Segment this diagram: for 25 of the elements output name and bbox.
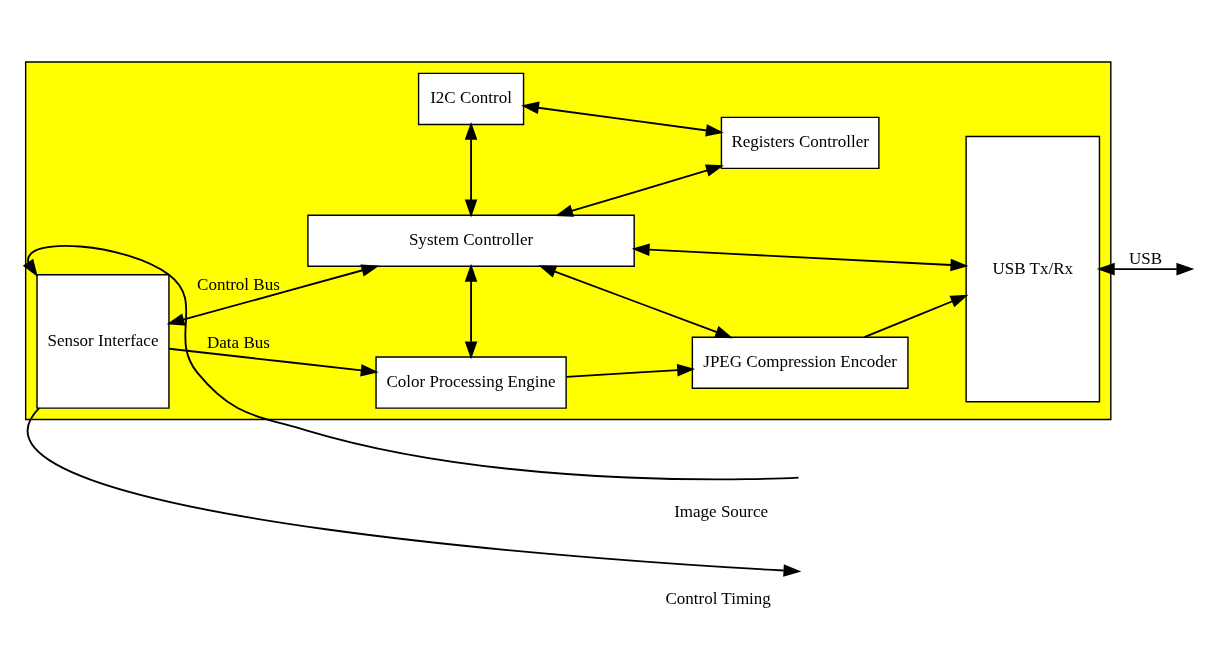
- arrow: [22, 244, 800, 480]
- node-box: JPEG Compression Encoder: [691, 336, 909, 389]
- node-box: System Controller: [307, 214, 635, 267]
- edge-label: Data Bus: [207, 332, 270, 352]
- arrow: [1096, 262, 1195, 275]
- arrow: [464, 121, 478, 217]
- node-box: USB Tx/Rx: [965, 135, 1101, 402]
- node-box: Sensor Interface: [36, 273, 170, 409]
- arrow: [565, 363, 696, 378]
- edge-label: Control Bus: [197, 274, 280, 294]
- edge-label: USB: [1129, 248, 1163, 268]
- arrow: [166, 263, 380, 326]
- arrow: [464, 263, 478, 359]
- arrow: [631, 243, 969, 271]
- node-box: I2C Control: [417, 72, 525, 125]
- arrow: [27, 406, 802, 577]
- node-box: Color Processing Engine: [375, 355, 567, 409]
- arrow: [863, 294, 969, 338]
- edge-label: Image Source: [674, 501, 769, 521]
- node-box: Registers Controller: [720, 116, 880, 169]
- edge-label: Control Timing: [665, 588, 771, 607]
- arrow: [538, 264, 734, 338]
- arrow: [555, 164, 724, 217]
- arrow: [521, 101, 724, 137]
- arrow: [168, 347, 379, 377]
